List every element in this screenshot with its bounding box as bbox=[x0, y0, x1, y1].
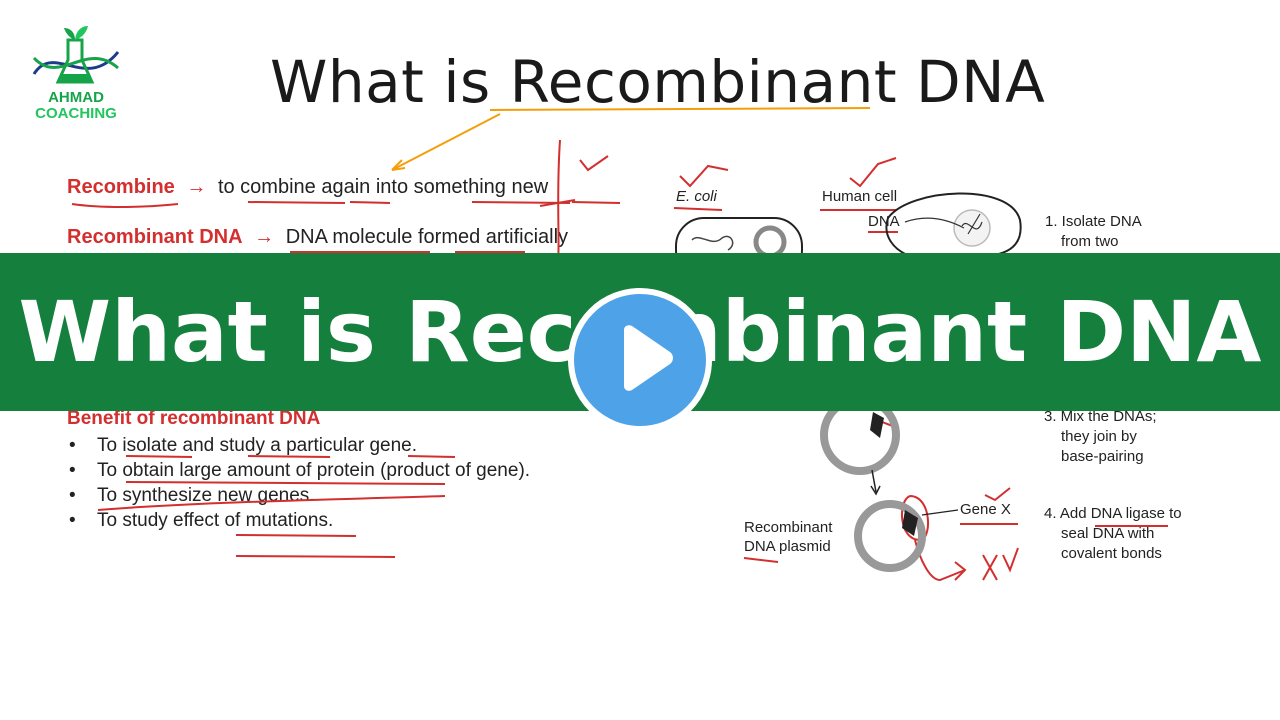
step3-line: they join by bbox=[1061, 428, 1137, 445]
play-icon bbox=[624, 325, 673, 391]
slide-title: What is Recombinant DNA bbox=[270, 48, 1046, 116]
recombinant-plasmid-label: Recombinant DNA plasmid bbox=[744, 518, 832, 556]
arrow-right-icon: → bbox=[254, 226, 275, 248]
step1-text: 1. Isolate DNA from two bbox=[1045, 212, 1142, 252]
step3-text: 3. Mix the DNAs; they join by base-pairi… bbox=[1044, 407, 1157, 467]
step3-line: 3. Mix the DNAs; bbox=[1044, 408, 1157, 425]
flask-dna-logo-icon bbox=[32, 26, 120, 84]
human-cell-label: Human cell bbox=[822, 188, 898, 205]
logo-text-coaching: COACHING bbox=[35, 105, 117, 122]
arrow-right-icon: → bbox=[186, 176, 207, 198]
definition-term: Recombine bbox=[67, 176, 175, 198]
step3-line: base-pairing bbox=[1061, 448, 1144, 465]
logo-text-ahmad: AHMAD bbox=[48, 89, 104, 106]
list-item: To obtain large amount of protein (produ… bbox=[67, 458, 607, 483]
gene-x-label: Gene X bbox=[960, 501, 1011, 518]
definition-recombinant-dna: Recombinant DNA → DNA molecule formed ar… bbox=[67, 226, 568, 249]
recombinant-plasmid-line: DNA plasmid bbox=[744, 538, 831, 555]
play-button[interactable] bbox=[568, 288, 712, 432]
definition-recombine: Recombine → to combine again into someth… bbox=[67, 176, 548, 199]
definition-text: to combine again into something new bbox=[217, 176, 549, 198]
step4-line: covalent bonds bbox=[1061, 545, 1162, 562]
step1-line: from two bbox=[1061, 233, 1119, 250]
ecoli-label: E. coli bbox=[676, 188, 717, 205]
list-item: To isolate and study a particular gene. bbox=[67, 433, 607, 458]
step1-line: 1. Isolate DNA bbox=[1045, 213, 1142, 230]
channel-logo: AHMAD COACHING bbox=[30, 22, 122, 126]
definition-text: DNA molecule formed artificially bbox=[285, 226, 569, 248]
definition-term: Recombinant DNA bbox=[67, 226, 243, 248]
dna-label: DNA bbox=[868, 213, 900, 230]
recombinant-plasmid-line: Recombinant bbox=[744, 519, 833, 536]
list-item: To study effect of mutations. bbox=[67, 508, 607, 533]
step4-text: 4. Add DNA ligase to seal DNA with coval… bbox=[1044, 504, 1182, 564]
step4-line: seal DNA with bbox=[1061, 525, 1155, 542]
step4-line: 4. Add DNA ligase to bbox=[1044, 505, 1182, 522]
benefits-heading: Benefit of recombinant DNA bbox=[67, 408, 321, 429]
